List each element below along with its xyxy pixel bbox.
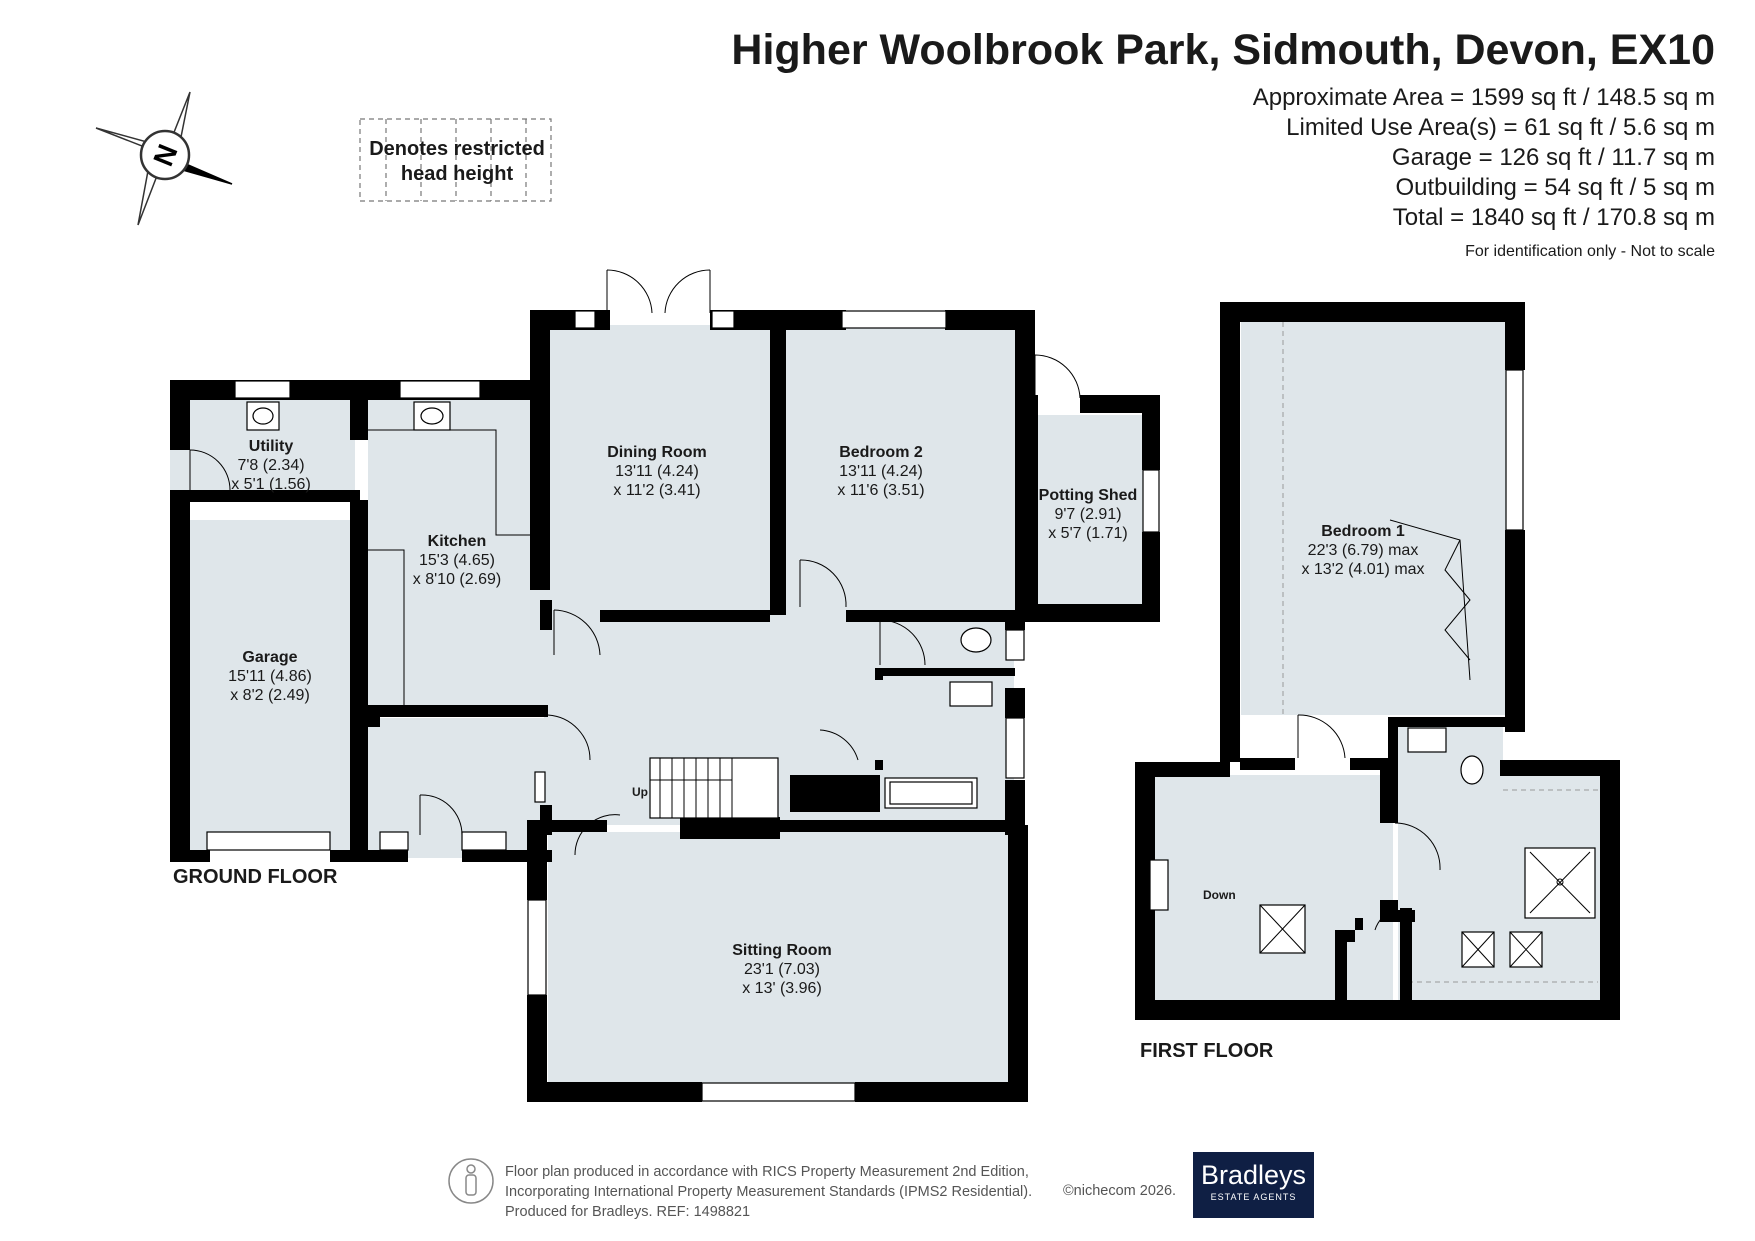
room-dim-2: x 11'2 (3.41) — [613, 482, 701, 499]
stairs-down-label: Down — [1203, 888, 1236, 902]
legend-line-1: Denotes restricted — [369, 138, 545, 160]
ground-floor-plan — [170, 269, 1160, 1102]
room-dim-1: 9'7 (2.91) — [1054, 506, 1122, 523]
stairs-up-label: Up — [632, 785, 648, 799]
room-dim-2: x 13' (3.96) — [742, 980, 822, 997]
room-dim-2: x 8'2 (2.49) — [230, 687, 310, 704]
restricted-height-legend-text: Denotes restricted head height — [362, 137, 552, 187]
room-dim-2: x 5'1 (1.56) — [231, 476, 311, 493]
room-name: Bedroom 2 — [839, 444, 923, 461]
room-name: Dining Room — [607, 444, 707, 461]
brand-subtitle: ESTATE AGENTS — [1210, 1192, 1297, 1202]
room-dim-1: 15'3 (4.65) — [419, 552, 495, 569]
room-dim-2: x 11'6 (3.51) — [837, 482, 925, 499]
room-dim-1: 13'11 (4.24) — [615, 463, 699, 480]
room-dim-1: 7'8 (2.34) — [237, 457, 305, 474]
room-name: Garage — [242, 649, 298, 666]
room-name: Bedroom 1 — [1321, 523, 1405, 540]
room-dim-1: 22'3 (6.79) max — [1307, 542, 1419, 559]
footer-line-2: Incorporating International Property Mea… — [505, 1184, 1033, 1200]
legend-line-2: head height — [400, 163, 514, 185]
room-name: Sitting Room — [732, 942, 832, 959]
first-floor-plan — [1135, 302, 1620, 1020]
brand-name: Bradleys — [1200, 1160, 1307, 1190]
first-floor-label: FIRST FLOOR — [1140, 1040, 1274, 1062]
area-outbuilding: Outbuilding = 54 sq ft / 5 sq m — [1395, 174, 1715, 201]
ground-floor-label: GROUND FLOOR — [173, 866, 338, 888]
area-garage: Garage = 126 sq ft / 11.7 sq m — [1391, 144, 1715, 171]
footer-line-1: Floor plan produced in accordance with R… — [505, 1164, 1029, 1180]
area-approximate: Approximate Area = 1599 sq ft / 148.5 sq… — [1252, 84, 1715, 111]
room-dim-2: x 5'7 (1.71) — [1048, 525, 1128, 542]
area-limited-use: Limited Use Area(s) = 61 sq ft / 5.6 sq … — [1286, 114, 1715, 141]
room-dim-1: 15'11 (4.86) — [228, 668, 312, 685]
room-name: Potting Shed — [1038, 487, 1138, 504]
area-total: Total = 1840 sq ft / 170.8 sq m — [1392, 204, 1715, 231]
room-dim-1: 23'1 (7.03) — [743, 961, 820, 978]
room-dim-2: x 8'10 (2.69) — [412, 571, 502, 588]
room-label-potting-shed: Potting Shed 9'7 (2.91) x 5'7 (1.71) — [1039, 486, 1138, 543]
room-name: Kitchen — [427, 533, 487, 550]
footer-line-3: Produced for Bradleys. REF: 1498821 — [505, 1204, 751, 1220]
footer-notes: Floor plan produced in accordance with R… — [505, 1162, 1032, 1222]
room-label-sitting-room: Sitting Room 23'1 (7.03) x 13' (3.96) — [732, 941, 832, 998]
room-label-dining-room: Dining Room 13'11 (4.24) x 11'2 (3.41) — [607, 443, 707, 500]
restricted-height-legend — [359, 118, 552, 202]
copyright-text: ©nichecom 2026. — [1063, 1183, 1177, 1199]
area-summary: Approximate Area = 1599 sq ft / 148.5 sq… — [1253, 83, 1715, 233]
room-dim-1: 13'11 (4.24) — [839, 463, 923, 480]
room-label-bedroom-1: Bedroom 1 22'3 (6.79) max x 13'2 (4.01) … — [1301, 522, 1424, 579]
room-name: Utility — [248, 438, 294, 455]
identification-note: For identification only - Not to scale — [1465, 243, 1715, 260]
room-label-bedroom-2: Bedroom 2 13'11 (4.24) x 11'6 (3.51) — [837, 443, 924, 500]
room-label-kitchen: Kitchen 15'3 (4.65) x 8'10 (2.69) — [413, 532, 501, 589]
property-title: Higher Woolbrook Park, Sidmouth, Devon, … — [731, 26, 1715, 74]
accessibility-figure-icon — [448, 1158, 494, 1204]
room-label-garage: Garage 15'11 (4.86) x 8'2 (2.49) — [228, 648, 312, 705]
compass-icon: N — [95, 91, 233, 226]
room-dim-2: x 13'2 (4.01) max — [1301, 561, 1425, 578]
bradleys-logo: Bradleys ESTATE AGENTS — [1193, 1152, 1314, 1218]
room-label-utility: Utility 7'8 (2.34) x 5'1 (1.56) — [231, 437, 311, 494]
